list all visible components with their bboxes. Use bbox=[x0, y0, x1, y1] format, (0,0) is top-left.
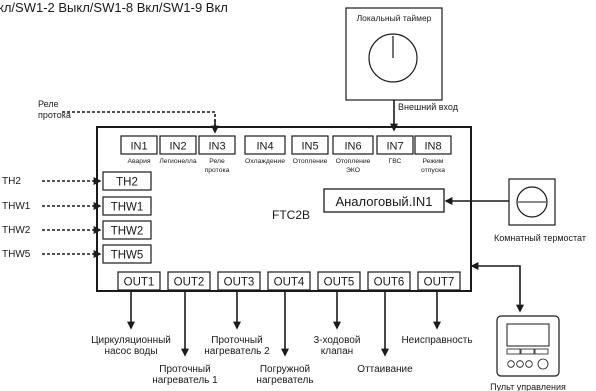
output-terminal-id: OUT3 bbox=[224, 277, 255, 289]
output-terminal-id: OUT7 bbox=[424, 277, 455, 289]
output-terminal-id: OUT5 bbox=[324, 277, 355, 289]
input-terminal-desc: Отопление bbox=[293, 158, 328, 165]
output-terminal-out5 bbox=[317, 271, 361, 291]
flow-relay-label-line1: Реле bbox=[38, 99, 59, 109]
input-terminal-desc: Отопление bbox=[336, 158, 371, 165]
analog-input-label: Аналоговый.IN1 bbox=[335, 194, 432, 209]
sensor-terminal-thw5 bbox=[102, 244, 152, 264]
output-terminal-desc: Проточный bbox=[211, 335, 262, 346]
input-terminal-desc: ГВС bbox=[389, 158, 402, 165]
room-thermostat-label: Комнатный термостат bbox=[494, 233, 586, 243]
output-terminal-out3 bbox=[217, 271, 261, 291]
input-terminal-id: IN1 bbox=[130, 141, 147, 153]
local-timer-label: Локальный таймер bbox=[357, 13, 432, 23]
remote-control-line bbox=[470, 262, 524, 313]
input-terminal-desc: протока bbox=[205, 167, 230, 174]
input-terminal-desc: Реле bbox=[209, 158, 225, 165]
remote-screen-icon bbox=[506, 323, 550, 347]
input-terminal-desc: ЭКО bbox=[346, 167, 360, 174]
remote-button-icon bbox=[520, 348, 535, 355]
sensor-terminal-th2 bbox=[102, 171, 152, 191]
remote-round-button-icon bbox=[525, 360, 533, 368]
output-terminal-out2 bbox=[167, 271, 211, 291]
remote-round-button-icon bbox=[507, 360, 515, 368]
input-terminal-in4 bbox=[244, 135, 286, 155]
output-terminal-desc: Циркуляционный bbox=[91, 335, 171, 346]
input-terminal-in2 bbox=[159, 135, 197, 155]
flow-relay-line bbox=[62, 111, 216, 129]
output-terminal-desc: насос воды bbox=[104, 346, 157, 357]
sensor-terminal-id: THW5 bbox=[111, 250, 144, 262]
input-terminal-id: IN6 bbox=[344, 141, 361, 153]
output-terminal-desc: 3-ходовой bbox=[314, 335, 361, 346]
input-terminal-desc: Авария bbox=[127, 158, 150, 165]
output-terminal-id: OUT4 bbox=[274, 277, 305, 289]
input-terminal-desc: Охлаждение bbox=[245, 158, 285, 165]
input-terminal-desc: Режим bbox=[423, 158, 444, 165]
output-terminal-out7 bbox=[417, 271, 461, 291]
remote-power-button-icon bbox=[537, 358, 549, 370]
output-terminal-out1 bbox=[117, 271, 161, 291]
input-terminal-in1 bbox=[120, 135, 158, 155]
input-terminal-id: IN4 bbox=[256, 141, 273, 153]
remote-control-label: Пульт управления bbox=[490, 382, 566, 391]
input-terminal-id: IN5 bbox=[301, 141, 318, 153]
output-terminal-id: OUT1 bbox=[124, 277, 155, 289]
sensor-terminal-thw2 bbox=[102, 220, 152, 240]
output-terminal-desc: Погружной bbox=[260, 364, 310, 375]
input-terminal-in8 bbox=[414, 135, 452, 155]
sensor-terminal-id: TH2 bbox=[116, 177, 138, 189]
analog-input-box bbox=[323, 188, 445, 213]
sensor-label: THW1 bbox=[2, 201, 31, 212]
output-terminal-desc: Оттаивание bbox=[357, 364, 413, 375]
input-terminal-in6 bbox=[332, 135, 374, 155]
output-terminal-id: OUT2 bbox=[174, 277, 205, 289]
flow-relay-label-line2: протока bbox=[38, 110, 71, 120]
remote-button-icon bbox=[506, 348, 521, 355]
sensor-label: TH2 bbox=[2, 176, 21, 187]
external-input-label: Внешний вход bbox=[398, 102, 459, 112]
header-switch-settings: кл/SW1-2 Выкл/SW1-8 Вкл/SW1-9 Вкл bbox=[0, 0, 228, 15]
output-terminal-desc: нагреватель 2 bbox=[204, 346, 270, 357]
input-terminal-in3 bbox=[198, 135, 236, 155]
output-terminal-out4 bbox=[267, 271, 311, 291]
sensor-label: THW5 bbox=[2, 249, 31, 260]
output-terminal-desc: Неисправность bbox=[401, 335, 472, 346]
output-terminal-desc: Проточный bbox=[159, 364, 210, 375]
input-terminal-id: IN3 bbox=[208, 141, 225, 153]
sensor-terminal-id: THW2 bbox=[111, 226, 144, 238]
input-terminal-id: IN2 bbox=[169, 141, 186, 153]
remote-round-button-icon bbox=[516, 360, 524, 368]
sensor-terminal-id: THW1 bbox=[111, 202, 144, 214]
sensor-label: THW2 bbox=[2, 225, 31, 236]
output-terminal-desc: нагреватель bbox=[256, 375, 313, 386]
input-terminal-id: IN8 bbox=[424, 141, 441, 153]
input-terminal-in7 bbox=[376, 135, 414, 155]
output-terminal-id: OUT6 bbox=[374, 277, 405, 289]
output-terminal-out6 bbox=[367, 271, 411, 291]
input-terminal-desc: отпуска bbox=[421, 167, 445, 174]
remote-button-icon bbox=[534, 348, 549, 355]
input-terminal-in5 bbox=[291, 135, 329, 155]
controller-name: FTC2B bbox=[272, 208, 310, 222]
input-terminal-id: IN7 bbox=[386, 141, 403, 153]
output-terminal-desc: клапан bbox=[321, 346, 353, 357]
sensor-terminal-thw1 bbox=[102, 196, 152, 216]
output-terminal-desc: нагреватель 1 bbox=[152, 375, 218, 386]
input-terminal-desc: Легионелла bbox=[159, 158, 197, 165]
